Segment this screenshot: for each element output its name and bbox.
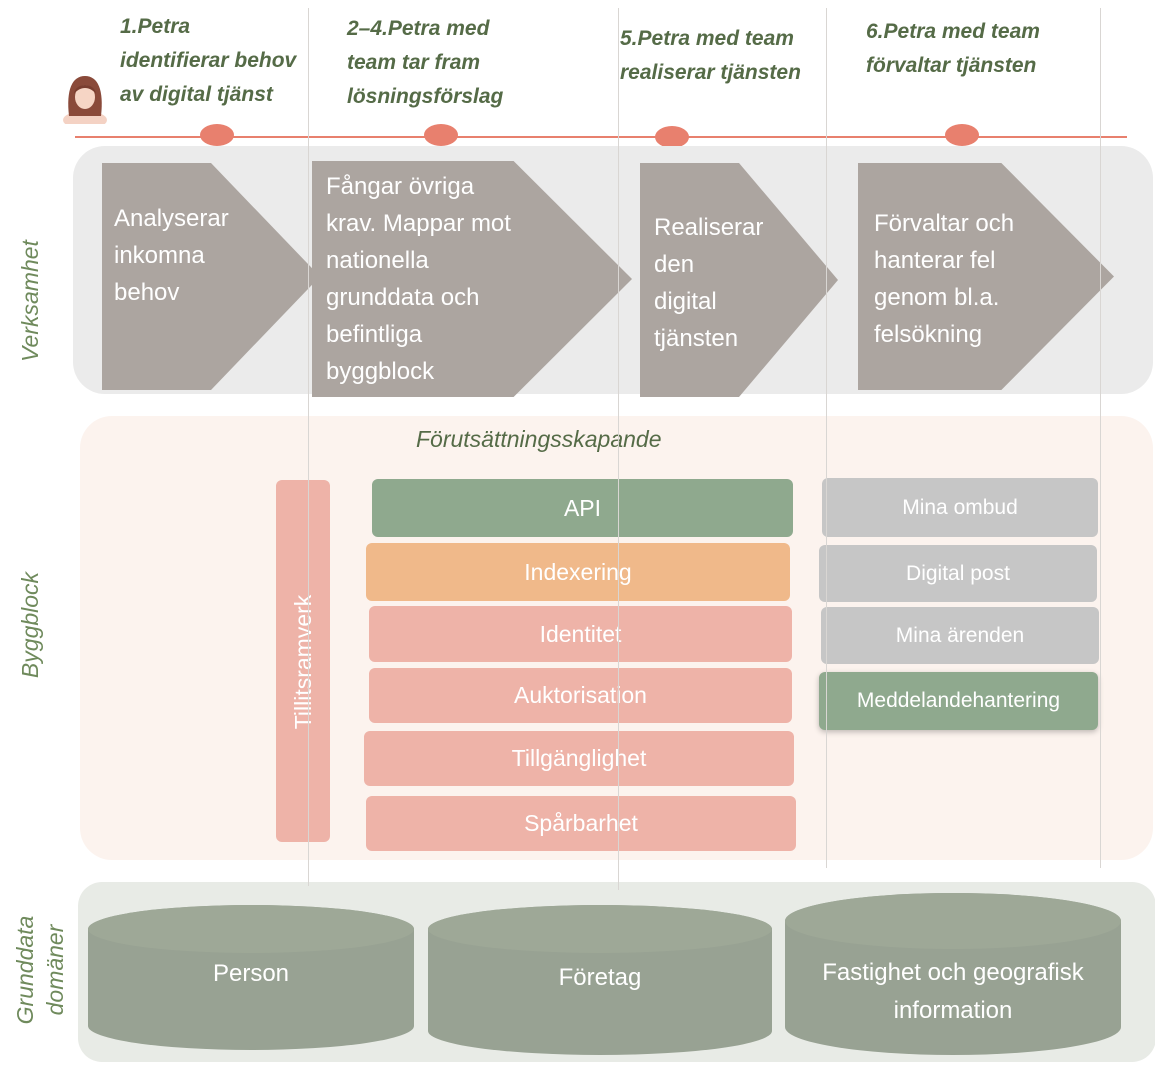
block-meddelandehantering: Meddelandehantering [819, 672, 1098, 730]
block-identitet: Identitet [369, 606, 792, 662]
activity-text-3: Realiserar den digital tjänsten [654, 214, 764, 352]
milestone-1 [200, 124, 234, 146]
milestone-2 [424, 124, 458, 146]
block-tillganglighet: Tillgänglighet [364, 731, 794, 786]
row-label-verksamhet: Verksamhet [17, 240, 43, 362]
domain-foretag: Företag [558, 964, 642, 991]
block-indexering: Indexering [366, 543, 790, 601]
row-label-grunddata: Grunddata domäner [12, 915, 68, 1025]
block-mina-arenden: Mina ärenden [821, 607, 1099, 664]
row-label-byggblock: Byggblock [17, 571, 43, 679]
persona-icon [63, 76, 107, 124]
phase-divider-1 [308, 8, 309, 886]
block-mina-ombud: Mina ombud [822, 478, 1098, 537]
phase-title-4: 6.Petra med team förvaltar tjänsten [866, 20, 1040, 77]
phase-divider-2 [618, 8, 619, 890]
phase-title-2: 2–4.Petra med team tar fram lösningsförs… [347, 17, 504, 108]
timeline-line [75, 136, 1127, 138]
block-api: API [372, 479, 793, 537]
domain-cylinder-fastighet [785, 893, 1121, 1055]
milestone-4 [945, 124, 979, 146]
phase-title-1: 1.Petra identifierar behov av digital tj… [120, 15, 297, 106]
activity-text-2: Fångar övriga krav. Mappar mot nationell… [326, 173, 511, 385]
tillitsramverk-label: Tillitsramverk [290, 594, 316, 730]
activity-text-1: Analyserar inkomna behov [114, 205, 229, 306]
block-auktorisation: Auktorisation [369, 668, 792, 723]
activity-text-4: Förvaltar och hanterar fel genom bl.a. f… [874, 210, 1015, 348]
domain-cylinder-person [88, 905, 414, 1050]
domain-cylinder-foretag [428, 905, 772, 1055]
phase-divider-4 [1100, 8, 1101, 868]
tillitsramverk-block [276, 480, 330, 842]
phase-divider-3 [826, 8, 827, 868]
domain-person: Person [212, 960, 290, 987]
phase-title-3: 5.Petra med team realiserar tjänsten [620, 27, 801, 84]
block-digital-post: Digital post [819, 545, 1097, 602]
section-title: Förutsättningsskapande [416, 426, 662, 452]
milestone-3 [655, 126, 689, 148]
block-sparbarhet: Spårbarhet [366, 796, 796, 851]
domain-fastighet: Fastighet och geografisk information [822, 959, 1084, 1024]
